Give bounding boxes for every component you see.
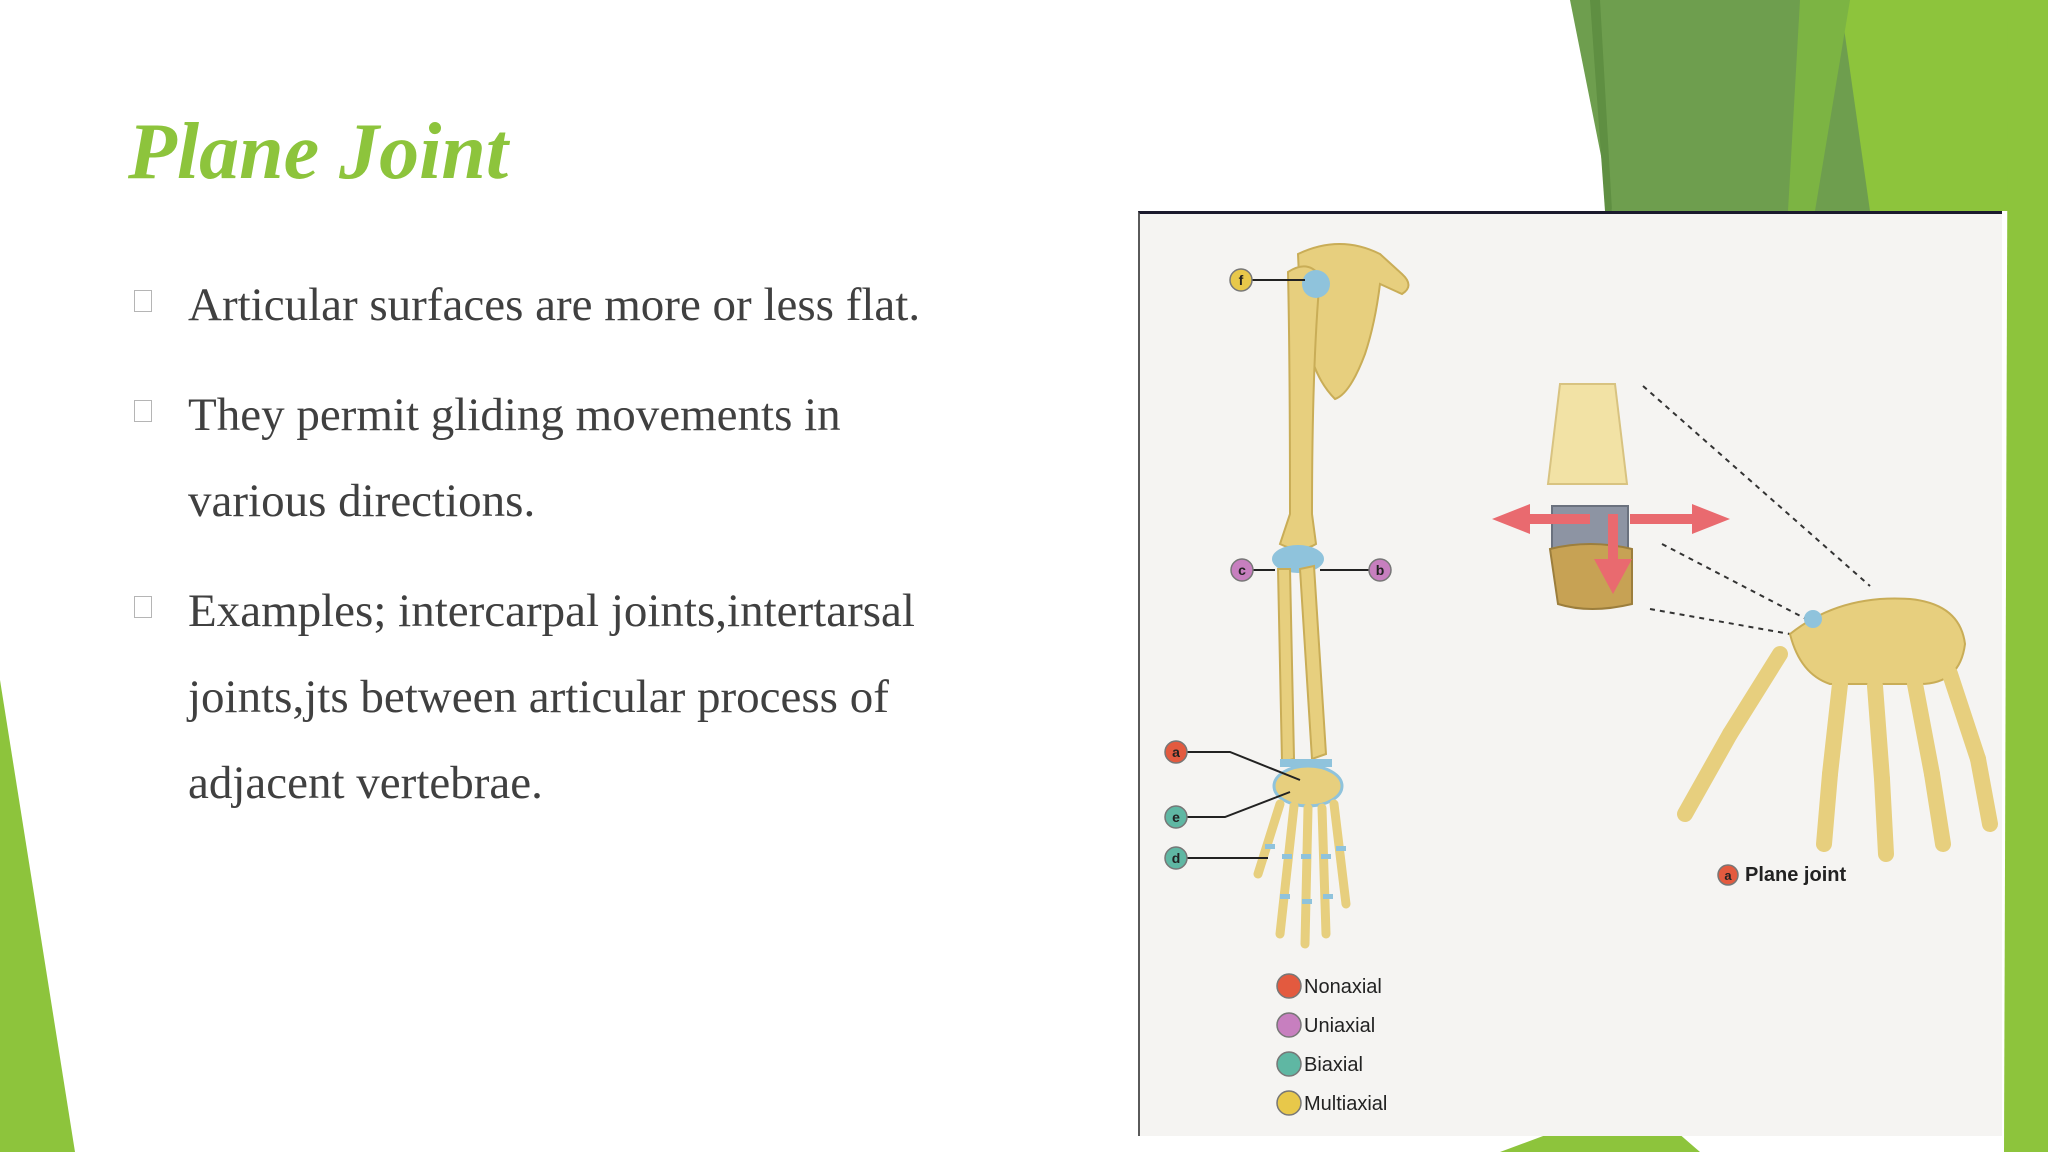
legend-item-uniaxial: Uniaxial <box>1276 1012 1375 1038</box>
callout-f: f <box>1229 268 1253 292</box>
bullet-text: Examples; intercarpal joints,intertarsal… <box>188 585 915 809</box>
bullet-item: Articular surfaces are more or less flat… <box>130 262 950 348</box>
callout-e: e <box>1164 805 1188 829</box>
legend-item-biaxial: Biaxial <box>1276 1051 1363 1077</box>
humerus-bone <box>1278 265 1322 550</box>
ulna-bone <box>1298 564 1328 761</box>
svg-text:Plane joint: Plane joint <box>1745 864 1846 886</box>
svg-text:Uniaxial: Uniaxial <box>1304 1015 1375 1037</box>
finger-bones <box>1253 799 1351 949</box>
callout-c: c <box>1230 558 1254 582</box>
bullet-text: They permit gliding movements in various… <box>188 389 841 527</box>
svg-text:c: c <box>1238 562 1246 578</box>
svg-text:f: f <box>1239 272 1244 288</box>
bullet-list: Articular surfaces are more or less flat… <box>130 262 950 850</box>
bullet-item: They permit gliding movements in various… <box>130 372 950 544</box>
callout-d: d <box>1164 846 1188 870</box>
radius-bone <box>1276 568 1296 764</box>
slide-title: Plane Joint <box>128 108 509 196</box>
callout-a: a <box>1164 740 1188 764</box>
svg-text:a: a <box>1172 744 1180 760</box>
bullet-text: Articular surfaces are more or less flat… <box>188 279 921 331</box>
svg-text:e: e <box>1172 809 1180 825</box>
down-arrow-icon <box>1594 514 1632 594</box>
legend: Nonaxial Uniaxial Biaxial Multiaxial <box>1276 973 1387 1116</box>
square-bullet-icon <box>134 290 152 312</box>
anatomy-figure: f c b a e d <box>1164 243 1998 1116</box>
left-arrow-icon <box>1492 504 1590 534</box>
svg-text:Biaxial: Biaxial <box>1304 1054 1363 1076</box>
svg-text:b: b <box>1376 562 1385 578</box>
callout-b: b <box>1368 558 1392 582</box>
svg-text:Multiaxial: Multiaxial <box>1304 1093 1387 1115</box>
square-bullet-icon <box>134 400 152 422</box>
square-bullet-icon <box>134 596 152 618</box>
right-arrow-icon <box>1630 504 1730 534</box>
svg-text:Nonaxial: Nonaxial <box>1304 976 1382 998</box>
legend-item-nonaxial: Nonaxial <box>1276 973 1382 999</box>
bullet-item: Examples; intercarpal joints,intertarsal… <box>130 568 950 826</box>
svg-text:d: d <box>1172 850 1181 866</box>
plane-joint-detail <box>1492 383 1871 635</box>
hand-skeleton <box>1677 597 1998 862</box>
svg-text:a: a <box>1724 868 1732 883</box>
joint-illustration: f c b a e d <box>1138 211 2002 1136</box>
legend-item-multiaxial: Multiaxial <box>1276 1090 1387 1116</box>
plane-joint-label: a Plane joint <box>1717 864 1846 886</box>
